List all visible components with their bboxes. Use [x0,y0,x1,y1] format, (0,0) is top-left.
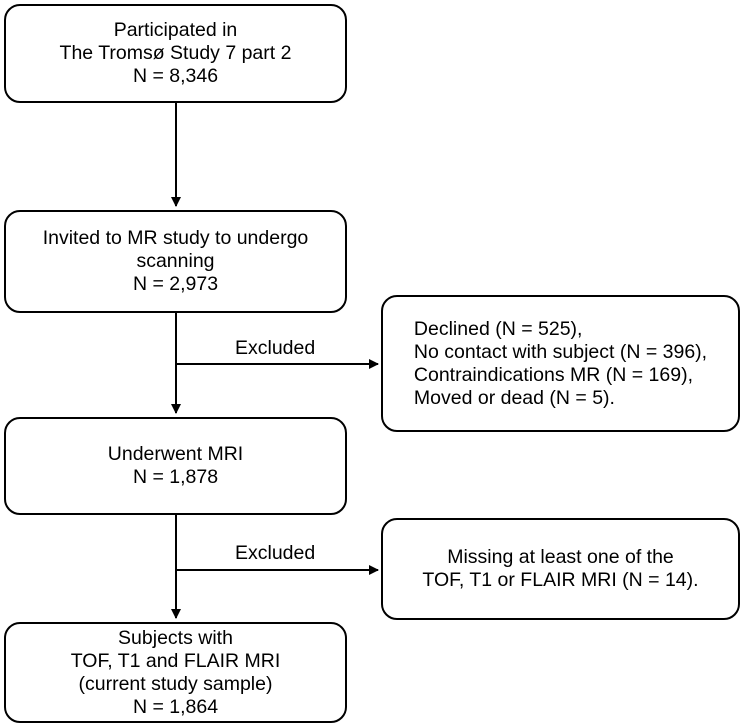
node-excluded-second: Missing at least one of the TOF, T1 or F… [381,518,740,620]
node-underwent-line: Underwent MRI [107,443,244,465]
node-invited-line: scanning [136,250,215,272]
node-final-line: Subjects with [118,626,233,649]
node-final-text: Subjects with TOF, T1 and FLAIR MRI (cur… [71,627,281,719]
node-final-line: N = 1,864 [132,695,219,718]
exclusion-reason: TOF, T1 or FLAIR MRI (N = 14). [422,569,699,591]
node-invited-line: N = 2,973 [132,273,219,295]
excluded-label-second: Excluded [235,542,316,564]
node-participated-line: The Tromsø Study 7 part 2 [59,42,292,64]
node-underwent: Underwent MRI N = 1,878 [4,417,347,515]
node-invited: Invited to MR study to undergo scanning … [4,210,347,313]
node-invited-text: Invited to MR study to undergo scanning … [43,227,309,296]
node-participated: Participated in The Tromsø Study 7 part … [4,4,347,103]
node-participated-line: N = 8,346 [132,65,219,87]
node-final-line: TOF, T1 and FLAIR MRI [70,649,281,672]
node-underwent-text: Underwent MRI N = 1,878 [108,443,243,489]
node-underwent-line: N = 1,878 [132,466,219,488]
exclusion-reason: Contraindications MR (N = 169), [413,363,693,386]
node-final: Subjects with TOF, T1 and FLAIR MRI (cur… [4,622,347,723]
exclusion-reason: Declined (N = 525), [413,317,583,340]
node-excluded-first: Declined (N = 525), No contact with subj… [381,295,740,432]
node-final-line: (current study sample) [78,672,273,695]
node-invited-line: Invited to MR study to undergo [42,227,309,249]
exclusion-reason: No contact with subject (N = 396), [413,340,708,363]
node-excluded-second-text: Missing at least one of the TOF, T1 or F… [422,546,698,592]
excluded-label-first: Excluded [235,337,316,359]
node-excluded-first-text: Declined (N = 525), No contact with subj… [414,318,707,410]
exclusion-reason: Missing at least one of the [447,546,674,568]
node-participated-text: Participated in The Tromsø Study 7 part … [60,19,292,88]
exclusion-reason: Moved or dead (N = 5). [413,386,615,409]
node-participated-line: Participated in [113,19,238,41]
